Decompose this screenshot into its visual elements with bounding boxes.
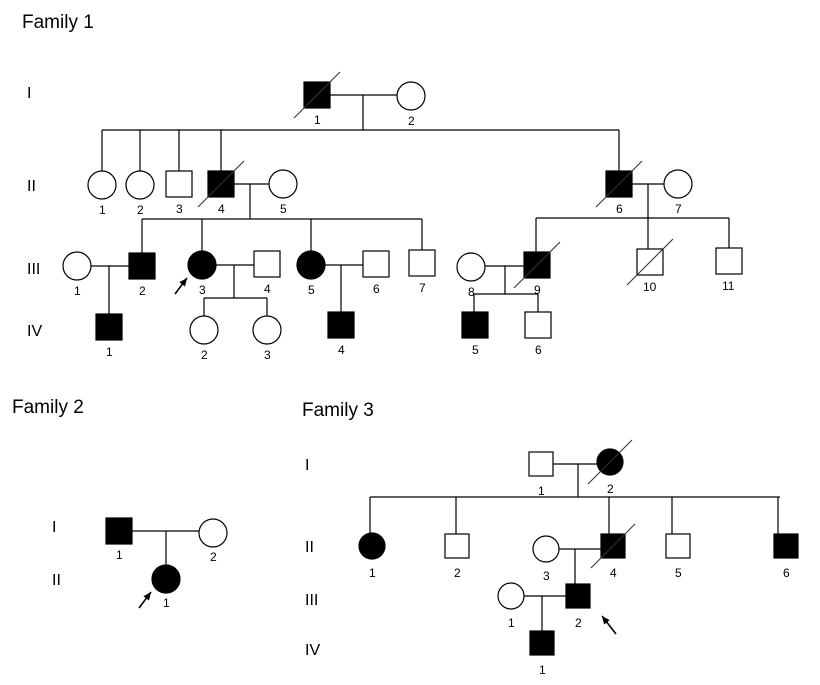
family-1-individual-number: 10 [643, 280, 657, 294]
family-1-deceased-slash-icon [293, 71, 341, 119]
family-1-individual-iv-3-unaffected-female-circle[interactable] [252, 315, 282, 345]
family-1-individual-iii-1-unaffected-female-circle[interactable] [62, 251, 92, 281]
family-2-individual-number: 1 [116, 548, 123, 562]
family-1-individual-iv-2-unaffected-female-circle[interactable] [189, 315, 219, 345]
family-1-deceased-slash-icon [197, 160, 245, 208]
family-1-individual-number: 6 [373, 282, 380, 296]
family-3-deceased-slash-icon [590, 523, 636, 569]
family-2-title: Family 2 [12, 397, 84, 418]
family-3-individual-number: 1 [369, 566, 376, 580]
family-1-individual-iv-4-affected-male-square[interactable] [327, 311, 355, 339]
family-1-individual-ii-2-unaffected-female-circle[interactable] [125, 170, 155, 200]
family-1-individual-i-2-unaffected-female-circle[interactable] [396, 81, 426, 111]
family-1-individual-number: 1 [74, 284, 81, 298]
family-1-individual-number: 7 [419, 281, 426, 295]
family-1-generation-label: IV [27, 323, 42, 340]
family-2-individual-number: 2 [210, 550, 217, 564]
family-2-generation-label: II [52, 572, 61, 589]
family-1-deceased-slash-icon [626, 238, 674, 286]
family-1-individual-number: 3 [264, 348, 271, 362]
family-2-individual-i-2-unaffected-female-circle[interactable] [198, 518, 228, 548]
family-3-deceased-slash-icon [587, 439, 633, 485]
family-3-proband-arrowhead-icon [602, 616, 610, 625]
family-3-individual-number: 2 [575, 616, 582, 630]
family-3-individual-number: 3 [543, 569, 550, 583]
family-1-individual-number: 1 [99, 203, 106, 217]
family-3-individual-number: 1 [508, 616, 515, 630]
family-1-individual-iv-6-unaffected-male-square[interactable] [524, 311, 552, 339]
family-1-individual-number: 2 [408, 114, 415, 128]
family-3-generation-label: II [305, 539, 314, 556]
family-1-individual-number: 6 [535, 343, 542, 357]
family-1-individual-number: 4 [218, 202, 225, 216]
family-1-individual-number: 9 [534, 283, 541, 297]
family-3-generation-label: III [305, 592, 318, 609]
family-1-generation-label: I [27, 85, 31, 102]
family-1-individual-iii-3-affected-female-circle[interactable] [187, 250, 217, 280]
family-1-individual-number: 6 [616, 202, 623, 216]
family-3-individual-number: 6 [783, 566, 790, 580]
family-2-individual-ii-1-affected-female-circle[interactable] [151, 564, 181, 594]
family-3-individual-ii-6-affected-male-square[interactable] [773, 533, 799, 559]
family-3-individual-number: 2 [607, 482, 614, 496]
family-1-individual-iii-11-unaffected-male-square[interactable] [715, 247, 743, 275]
family-3-individual-number: 1 [539, 663, 546, 677]
family-1-individual-number: 5 [280, 202, 287, 216]
family-1-individual-number: 4 [338, 343, 345, 357]
family-1-individual-number: 4 [264, 282, 271, 296]
family-2-individual-number: 1 [163, 596, 170, 610]
family-1-individual-iii-6-unaffected-male-square[interactable] [362, 250, 390, 278]
family-1-generation-label: II [27, 178, 36, 195]
family-3-individual-ii-5-unaffected-male-square[interactable] [665, 533, 691, 559]
family-2-proband-arrowhead-icon [143, 592, 151, 601]
family-1-individual-ii-5-unaffected-female-circle[interactable] [268, 169, 298, 199]
family-3-generation-label: I [305, 457, 309, 474]
family-3-individual-ii-3-unaffected-female-circle[interactable] [532, 535, 560, 563]
family-2-generation-label: I [52, 519, 56, 536]
family-1-individual-number: 2 [139, 284, 146, 298]
family-1-generation-label: III [27, 261, 40, 278]
family-3-individual-ii-2-unaffected-male-square[interactable] [444, 533, 470, 559]
family-3-individual-number: 4 [610, 566, 617, 580]
family-1-individual-number: 1 [106, 345, 113, 359]
family-1-individual-iii-7-unaffected-male-square[interactable] [408, 249, 436, 277]
family-1-individual-ii-3-unaffected-male-square[interactable] [165, 170, 193, 198]
family-1-deceased-slash-icon [595, 160, 643, 208]
family-3-individual-iii-1-unaffected-female-circle[interactable] [497, 582, 525, 610]
family-1-individual-ii-7-unaffected-female-circle[interactable] [663, 169, 693, 199]
family-3-individual-number: 2 [454, 566, 461, 580]
family-1-individual-iii-8-unaffected-female-circle[interactable] [456, 252, 486, 282]
family-3-individual-number: 5 [675, 566, 682, 580]
family-1-individual-number: 5 [472, 343, 479, 357]
family-1-individual-iv-1-affected-male-square[interactable] [95, 313, 123, 341]
family-1-deceased-slash-icon [513, 241, 561, 289]
family-3-individual-iv-1-affected-male-square[interactable] [529, 630, 555, 656]
family-3-individual-i-1-unaffected-male-square[interactable] [528, 451, 554, 477]
family-3-generation-label: IV [305, 642, 320, 659]
family-1-individual-ii-1-unaffected-female-circle[interactable] [87, 170, 117, 200]
family-1-individual-number: 1 [314, 113, 321, 127]
family-1-individual-number: 5 [308, 283, 315, 297]
family-3-title: Family 3 [302, 400, 374, 421]
family-1-individual-number: 2 [201, 348, 208, 362]
family-1-individual-iv-5-affected-male-square[interactable] [461, 311, 489, 339]
family-3-individual-iii-2-affected-male-square[interactable] [565, 583, 591, 609]
family-1-individual-number: 3 [176, 202, 183, 216]
family-1-individual-iii-5-affected-female-circle[interactable] [296, 250, 326, 280]
family-1-individual-number: 7 [675, 202, 682, 216]
family-3-individual-number: 1 [538, 484, 545, 498]
family-3-individual-ii-1-affected-female-circle[interactable] [358, 532, 386, 560]
family-1-individual-number: 8 [468, 285, 475, 299]
family-1-title: Family 1 [22, 12, 94, 33]
family-1-individual-iii-4-unaffected-male-square[interactable] [253, 250, 281, 278]
family-1-individual-number: 3 [199, 283, 206, 297]
family-2-individual-i-1-affected-male-square[interactable] [105, 517, 133, 545]
family-1-individual-number: 11 [722, 279, 735, 293]
family-1-proband-arrowhead-icon [179, 278, 187, 287]
family-1-individual-iii-2-affected-male-square[interactable] [128, 252, 156, 280]
family-1-individual-number: 2 [137, 203, 144, 217]
